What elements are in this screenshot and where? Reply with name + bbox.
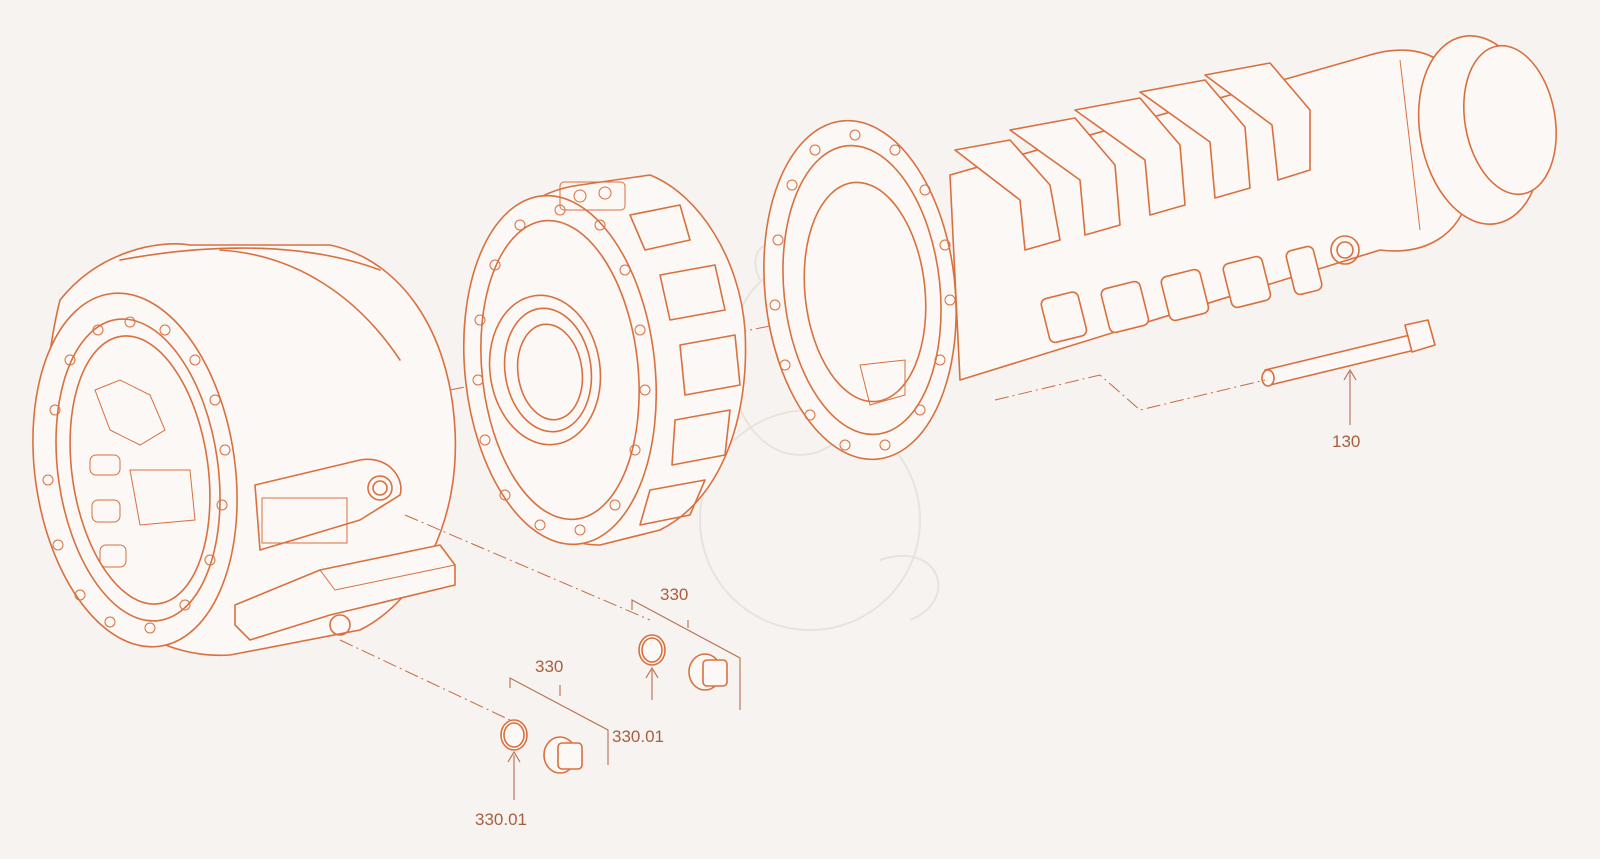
plug-group-right (404, 514, 741, 710)
plug-group-left (339, 639, 609, 800)
pin-130 (994, 319, 1436, 425)
spline-shaft (949, 35, 1557, 381)
housing-left (32, 243, 457, 657)
label-oring-left: 330.01 (475, 810, 527, 829)
label-oring-right: 330.01 (612, 727, 664, 746)
label-plug-group-right: 330 (660, 585, 688, 604)
label-plug-group-left: 330 (535, 657, 563, 676)
flange-plate (763, 119, 957, 461)
label-pin: 130 (1332, 432, 1360, 451)
gear-ring (462, 174, 747, 546)
